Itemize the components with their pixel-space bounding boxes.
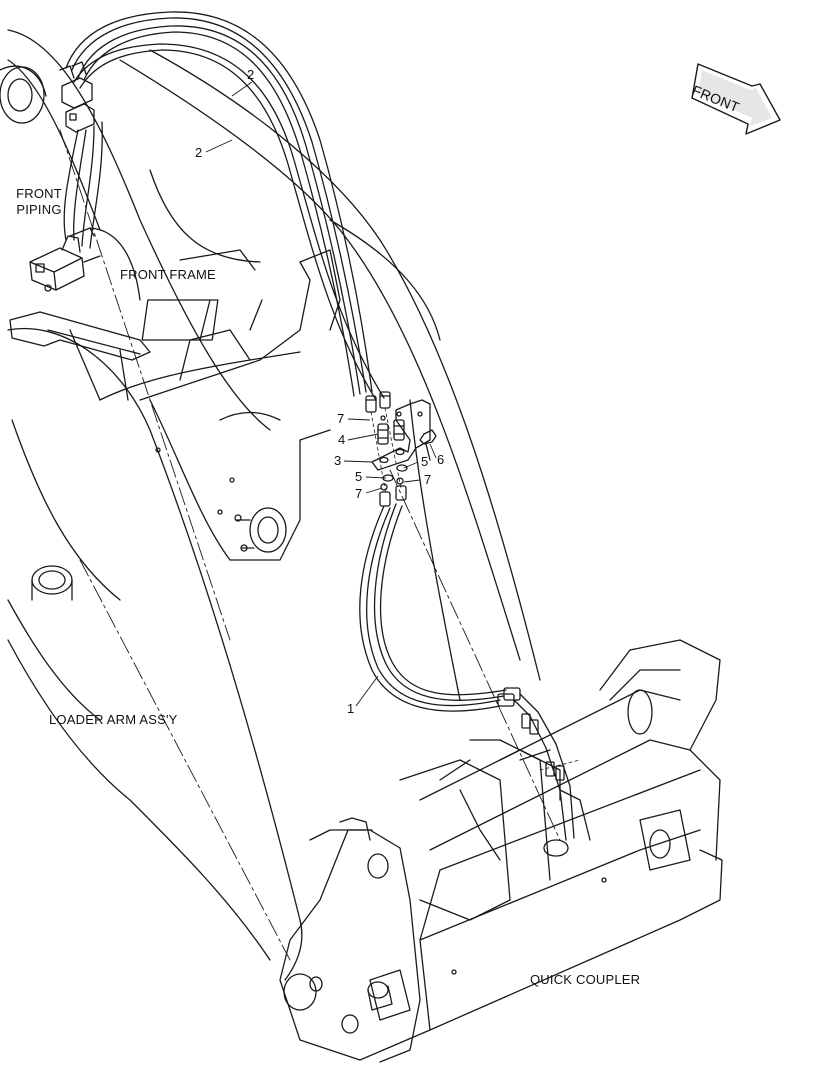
loader-arm-label: LOADER ARM ASS'Y (49, 712, 178, 727)
callout-7-top: 7 (337, 411, 345, 426)
bracket-and-fittings (365, 391, 461, 701)
hose-1-pair (359, 503, 581, 841)
quick-coupler-outline (279, 639, 723, 1063)
loader-arm-outline (0, 29, 561, 981)
callout-6: 6 (437, 452, 445, 467)
callout-5-left: 5 (355, 469, 363, 484)
front-direction-arrow (691, 63, 781, 135)
callout-3: 3 (334, 453, 342, 468)
callout-7-left: 7 (355, 486, 363, 501)
front-frame-outline (9, 169, 341, 561)
callout-1: 1 (347, 701, 355, 716)
front-piping-label: FRONT PIPING (16, 186, 62, 217)
callout-4: 4 (338, 432, 346, 447)
callout-7-right: 7 (424, 472, 432, 487)
callout-5-right: 5 (421, 454, 429, 469)
quick-coupler-label: QUICK COUPLER (530, 972, 641, 987)
front-piping-valve-block (29, 61, 141, 301)
front-frame-label: FRONT FRAME (120, 267, 216, 282)
hose-2-pair (65, 11, 385, 401)
callout-2-upper: 2 (247, 67, 255, 82)
callout-2-lower: 2 (195, 145, 203, 160)
